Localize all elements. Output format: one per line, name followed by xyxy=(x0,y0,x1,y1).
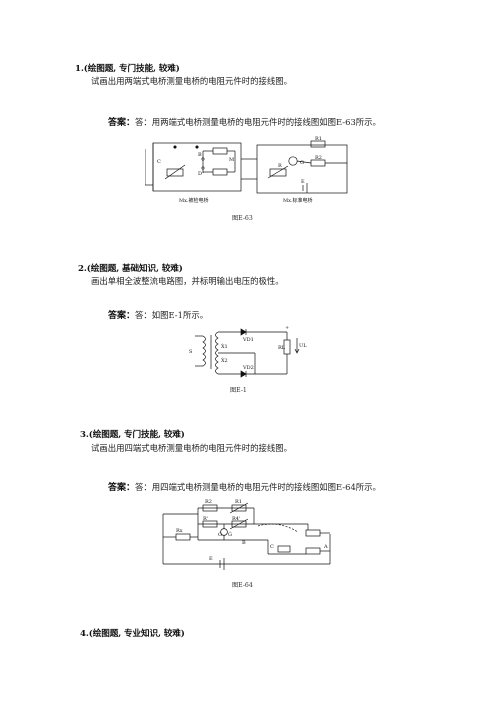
svg-text:S: S xyxy=(189,349,193,355)
svg-text:D: D xyxy=(198,171,202,177)
figure-e64-caption: 图E-64 xyxy=(232,582,253,589)
svg-text:R: R xyxy=(278,163,282,169)
svg-text:Rx: Rx xyxy=(176,528,183,534)
question-2-title: 2.(绘图题, 基础知识, 较难) xyxy=(78,264,183,274)
svg-text:R1: R1 xyxy=(235,499,242,505)
svg-text:Ġ: Ġ xyxy=(228,531,232,538)
svg-text:VD1: VD1 xyxy=(242,337,254,343)
svg-text:VD2: VD2 xyxy=(242,365,254,371)
svg-text:R': R' xyxy=(203,516,208,522)
question-2-prompt: 画出单相全波整流电路图，并标明输出电压的极性。 xyxy=(91,276,284,286)
svg-text:A: A xyxy=(323,544,328,550)
svg-text:M: M xyxy=(229,157,234,163)
answer-label: 答案： xyxy=(108,483,136,493)
svg-text:Mx.被检电桥: Mx.被检电桥 xyxy=(179,197,209,204)
svg-text:E: E xyxy=(209,556,213,562)
svg-text:Ẋ1: Ẋ1 xyxy=(221,343,228,350)
question-2-answer: 答案：答：如图E-1所示。 xyxy=(108,308,208,321)
svg-text:R2: R2 xyxy=(315,155,322,161)
figure-e64-diagram: R2 R1 R' R4' G Ġ Rx B C E A xyxy=(162,499,331,570)
svg-text:Mx.标准电桥: Mx.标准电桥 xyxy=(283,197,313,204)
svg-text:C: C xyxy=(157,159,161,165)
figure-e1-caption: 图E-1 xyxy=(230,387,247,394)
svg-text:R1: R1 xyxy=(315,136,322,142)
svg-text:R2: R2 xyxy=(205,499,212,505)
svg-text:B: B xyxy=(242,540,246,546)
svg-text:+: + xyxy=(285,325,289,331)
figure-e1-diagram: + VD1 VD2 Ẋ1 Ẋ2 RL UL S xyxy=(189,325,307,378)
answer-text: 答：如图E-1所示。 xyxy=(135,310,209,320)
svg-text:E: E xyxy=(301,179,305,185)
question-3-prompt: 试画出用四端式电桥测量电桥的电阻元件时的接线图。 xyxy=(91,443,292,453)
question-1-answer: 答案：答：用两端式电桥测量电桥的电阻元件时的接线图如图E-63所示。 xyxy=(108,115,381,128)
question-4-title: 4.(绘图题, 专业知识, 较难) xyxy=(80,629,185,639)
figure-e63-diagram: C B D M R G R1 R2 E Mx.被检电桥 Mx.标准电桥 xyxy=(145,136,348,204)
answer-text: 答：用四端式电桥测量电桥的电阻元件时的接线图如图E-64所示。 xyxy=(135,482,381,492)
svg-text:RL: RL xyxy=(278,345,286,351)
answer-label: 答案： xyxy=(108,118,136,128)
svg-text:B: B xyxy=(198,152,202,158)
svg-text:Ẋ2: Ẋ2 xyxy=(221,357,228,364)
svg-text:UL: UL xyxy=(299,343,307,349)
question-1-prompt: 试画出用两端式电桥测量电桥的电阻元件时的接线图。 xyxy=(91,76,292,86)
question-1-title: 1.(绘图题, 专门技能, 较难) xyxy=(75,64,180,74)
figure-e63-caption: 图E-63 xyxy=(232,215,253,222)
svg-text:R4': R4' xyxy=(232,516,240,522)
svg-text:C: C xyxy=(270,544,274,550)
answer-label: 答案： xyxy=(108,311,136,321)
answer-text: 答：用两端式电桥测量电桥的电阻元件时的接线图如图E-63所示。 xyxy=(135,117,381,127)
svg-text:G: G xyxy=(218,532,222,538)
svg-text:G: G xyxy=(300,160,304,166)
question-3-title: 3.(绘图题, 专门技能, 较难) xyxy=(80,430,185,440)
question-3-answer: 答案：答：用四端式电桥测量电桥的电阻元件时的接线图如图E-64所示。 xyxy=(108,480,381,493)
